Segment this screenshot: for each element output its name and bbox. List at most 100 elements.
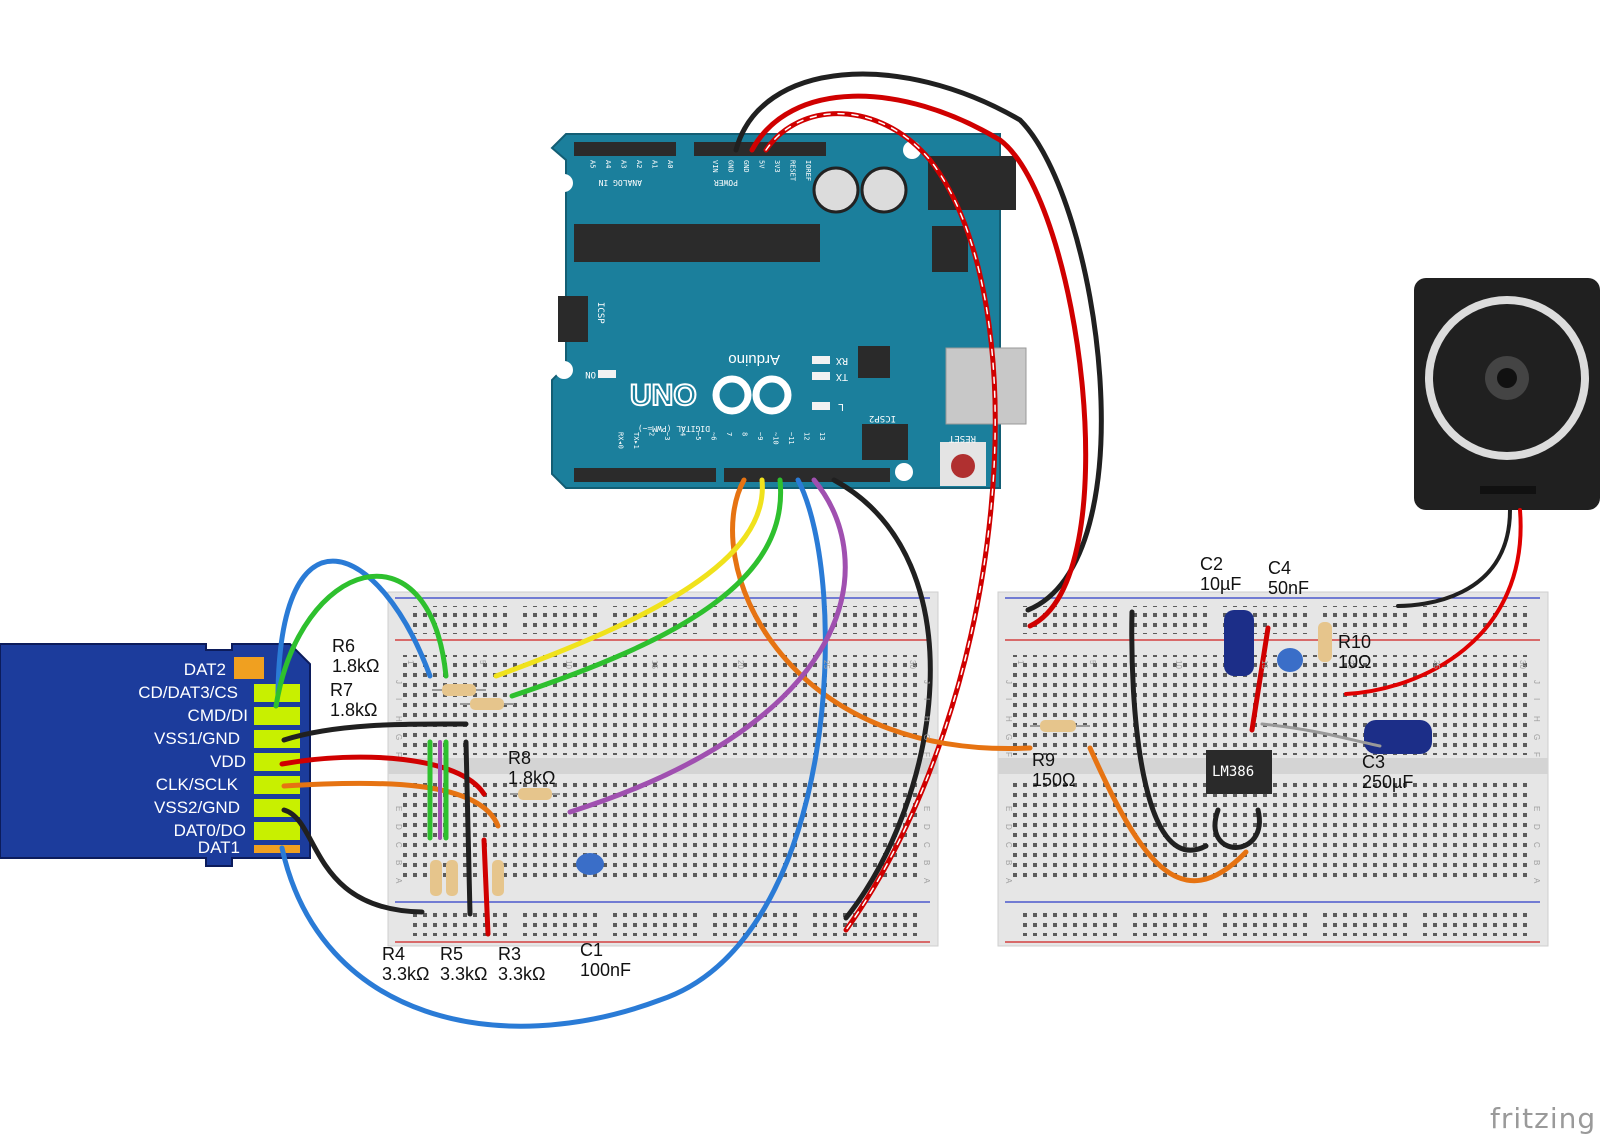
arduino-digital-pin-13: RX◂0 <box>617 432 625 449</box>
arduino-power-pin-3: 5V <box>758 160 766 169</box>
l-label: L <box>838 401 844 412</box>
breadboard-right-col-25: 25 <box>1432 660 1441 669</box>
fritzing-watermark: fritzing <box>1490 1102 1597 1135</box>
rx-label: RX <box>836 355 848 366</box>
sd-pin-cd-dat3-cs: CD/DAT3/CS <box>138 683 238 702</box>
sd-pin-dat1: DAT1 <box>197 838 240 857</box>
breadboard-left-col-25: 25 <box>822 660 831 669</box>
breadboard-left-row-E-right: E <box>922 806 931 811</box>
breadboard-left-row-D-right: D <box>922 824 931 830</box>
arduino-digital-pin-3: ~10 <box>772 432 780 445</box>
arduino-digital-pin-2: ~11 <box>787 432 795 445</box>
breadboard-right-col-20: 20 <box>1346 660 1355 669</box>
sd-pin-vdd: VDD <box>210 752 246 771</box>
breadboard-left-row-C-left: C <box>394 842 403 848</box>
wires <box>273 71 1523 1029</box>
breadboard-left-row-B-right: B <box>922 860 931 865</box>
breadboard-left-row-I-left: I <box>394 698 403 700</box>
breadboard-right-row-I-right: I <box>1532 698 1541 700</box>
breadboard-right-row-A-right: A <box>1532 878 1541 884</box>
breadboard-left-col-5: 5 <box>478 660 487 665</box>
breadboard-right-row-G-right: G <box>1532 734 1541 740</box>
sd-pin-dat2: DAT2 <box>183 660 226 679</box>
arduino-power-pin-0: IOREF <box>804 160 812 181</box>
breadboard-left-row-A-left: A <box>394 878 403 884</box>
sd-pin-dat0-do: DAT0/DO <box>173 821 246 840</box>
breadboard-right-row-A-left: A <box>1004 878 1013 884</box>
tx-label: TX <box>836 371 848 382</box>
breadboard-left-col-10: 10 <box>564 660 573 669</box>
breadboard-left-row-A-right: A <box>922 878 931 884</box>
ic-lm386-label: LM386 <box>1212 764 1255 780</box>
on-label: ON <box>585 369 596 379</box>
arduino-model-label: UNO <box>630 379 697 412</box>
breadboard-right-col-1: 1 <box>1016 660 1025 665</box>
arduino-digital-pin-5: 8 <box>741 432 749 436</box>
breadboard-right-row-D-left: D <box>1004 824 1013 830</box>
breadboard-right-row-B-right: B <box>1532 860 1541 865</box>
sd-pin-vss1-gnd: VSS1/GND <box>154 729 240 748</box>
breadboard-right-row-J-right: J <box>1532 680 1541 684</box>
arduino-digital-pin-8: ~5 <box>694 432 702 440</box>
arduino-power-pin-4: GND <box>742 160 750 173</box>
arduino-power-pin-2: 3V3 <box>773 160 781 173</box>
breadboard-left-row-G-right: G <box>922 734 931 740</box>
breadboard-right-row-C-right: C <box>1532 842 1541 848</box>
breadboard-right-col-15: 15 <box>1260 660 1269 669</box>
arduino-uno-board: UNO Arduino ANALOG IN POWER DIGITAL (PWM… <box>550 133 1027 489</box>
breadboard-left-row-B-left: B <box>394 860 403 865</box>
arduino-digital-pin-12: TX▸1 <box>632 432 640 449</box>
arduino-digital-pin-4: ~9 <box>756 432 764 440</box>
breadboard-left-row-F-right: F <box>922 752 931 757</box>
arduino-power-pin-6: VIN <box>711 160 719 173</box>
components-left <box>430 684 604 896</box>
arduino-digital-pin-10: ~3 <box>663 432 671 440</box>
breadboard-left-col-20: 20 <box>736 660 745 669</box>
breadboard-right-row-C-left: C <box>1004 842 1013 848</box>
breadboard-right-row-J-left: J <box>1004 680 1013 684</box>
breadboard-right-row-F-left: F <box>1004 752 1013 757</box>
arduino-power-pin-5: GND <box>727 160 735 173</box>
arduino-digital-pin-11: 2 <box>648 432 656 436</box>
breadboard-left-row-I-right: I <box>922 698 931 700</box>
arduino-analog-pin-3: A3 <box>620 160 628 168</box>
analog-in-label: ANALOG IN <box>598 178 642 187</box>
breadboard-left-row-H-left: H <box>394 716 403 722</box>
breadboard-left-row-J-right: J <box>922 680 931 684</box>
icsp-label: ICSP <box>595 302 605 324</box>
breadboard-right-row-I-left: I <box>1004 698 1013 700</box>
sd-pin-cmd-di: CMD/DI <box>187 706 248 725</box>
breadboard-left-row-C-right: C <box>922 842 931 848</box>
breadboard-left-row-D-left: D <box>394 824 403 830</box>
breadboard-right <box>997 591 1549 947</box>
breadboard-right-row-G-left: G <box>1004 734 1013 740</box>
breadboard-right-row-H-right: H <box>1532 716 1541 722</box>
breadboard-left-row-J-left: J <box>394 680 403 684</box>
arduino-digital-pin-9: 4 <box>679 432 687 436</box>
sd-card <box>0 643 311 867</box>
arduino-analog-pin-4: A4 <box>604 160 612 168</box>
breadboard-left-col-1: 1 <box>406 660 415 665</box>
sd-pin-vss2-gnd: VSS2/GND <box>154 798 240 817</box>
breadboard-right-col-10: 10 <box>1174 660 1183 669</box>
breadboard-right-row-H-left: H <box>1004 716 1013 722</box>
arduino-brand-label: Arduino <box>728 351 780 368</box>
breadboard-right-col-30: 30 <box>1518 660 1527 669</box>
arduino-digital-pin-7: ~6 <box>710 432 718 440</box>
components-right <box>1030 610 1432 794</box>
power-label: POWER <box>714 178 738 187</box>
arduino-analog-pin-5: A5 <box>589 160 597 168</box>
arduino-digital-pin-1: 12 <box>803 432 811 440</box>
